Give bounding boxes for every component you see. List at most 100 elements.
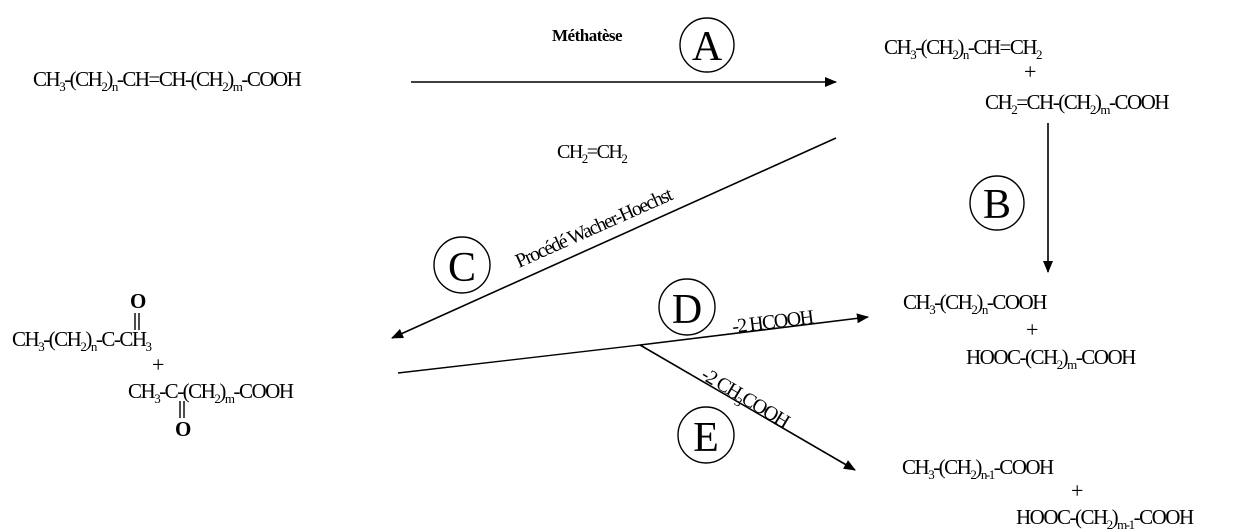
plus-sign-3: + (152, 352, 164, 377)
step-a-circle (679, 17, 735, 73)
formula-subscript: n (112, 79, 119, 94)
plus-sign-1: + (1024, 59, 1036, 84)
plus-sign-4: + (1071, 478, 1083, 503)
step-e-letter: E (693, 415, 719, 461)
formula-segment: COOH (738, 388, 794, 433)
formula-subscript: m (1100, 102, 1110, 117)
formula-segment: -(CH (43, 327, 81, 351)
acid-product: CH3-(CH2)n-COOH (903, 290, 1047, 317)
formula-subscript: n (91, 339, 98, 354)
alkene-product: CH3-(CH2)n-CH=CH2 (884, 35, 1042, 62)
shortened-diacid-product: HOOC-(CH2)m-1-COOH (1016, 505, 1194, 532)
formula-segment: HOOC-(CH (1016, 505, 1108, 529)
formula-subscript: 3 (146, 339, 152, 354)
formula-segment: ) (957, 35, 964, 59)
formula-subscript: m-1 (1117, 517, 1134, 532)
formula-subscript: 2 (1107, 517, 1113, 532)
formula-subscript: 2 (80, 339, 86, 354)
ketone-cleavage-line (397, 344, 641, 374)
diacid-product: HOOC-(CH2)m-COOH (966, 345, 1136, 372)
ketone-2-formula: CH3-C-(CH2)m-COOH (128, 379, 294, 406)
formula-segment: -(CH (64, 67, 102, 91)
formula-subscript: 2 (101, 79, 107, 94)
formula-segment: HOOC-(CH (966, 345, 1058, 369)
formula-subscript: n (982, 302, 989, 317)
formula-segment: -COOH (1076, 345, 1136, 369)
formula-segment: CH (12, 327, 40, 351)
step-d-letter: D (672, 287, 702, 333)
formula-subscript: 2 (1011, 102, 1017, 117)
formula-subscript: 3 (154, 391, 160, 406)
formula-subscript: n (963, 47, 970, 62)
formula-segment: -COOH (233, 379, 293, 403)
formula-subscript: 2 (970, 467, 976, 482)
ketone-1-formula: CH3-(CH2)n-C-CH3 (12, 327, 152, 354)
formula-subscript: 2 (621, 151, 627, 166)
formula-segment: ) (106, 67, 113, 91)
formula-subscript: n-1 (981, 467, 995, 482)
formula-subscript: 3 (38, 339, 44, 354)
unsaturated-acid-product: CH2=CH-(CH2)m-COOH (985, 90, 1169, 117)
step-b-letter: B (983, 182, 1011, 228)
formula-segment: ) (1062, 345, 1069, 369)
step-b-circle (969, 175, 1025, 231)
formula-segment: -COOH (1134, 505, 1194, 529)
formula-segment: -CH=CH (968, 35, 1038, 59)
formula-segment: ) (219, 379, 226, 403)
formula-subscript: 2 (222, 79, 228, 94)
formula-segment: -COOH (994, 455, 1054, 479)
formula-subscript: m (225, 391, 235, 406)
formula-segment: CH (33, 67, 61, 91)
formula-segment: CH (884, 35, 912, 59)
formula-segment: -COOH (1109, 90, 1169, 114)
step-c-circle (433, 236, 491, 294)
carbonyl-oxygen-bottom: O (175, 417, 191, 441)
ethylene-reagent: CH2=CH2 (557, 141, 627, 166)
step-d-circle (658, 278, 716, 336)
formula-segment: ) (1112, 505, 1119, 529)
formula-segment: ) (975, 455, 982, 479)
label-d: -2 HCOOH (731, 306, 815, 338)
step-a-letter: A (692, 24, 723, 70)
formula-subscript: 3 (59, 79, 65, 94)
metathesis-label: Méthatèse (552, 26, 623, 45)
formula-segment: CH (902, 455, 930, 479)
formula-segment: -(CH (915, 35, 953, 59)
formula-segment: -(CH (934, 290, 972, 314)
reactant-formula: CH3-(CH2)n-CH=CH-(CH2)m-COOH (33, 67, 302, 94)
formula-subscript: m (233, 79, 243, 94)
formula-segment: CH (903, 290, 931, 314)
arrow-d (639, 313, 869, 346)
formula-subscript: 2 (1036, 47, 1042, 62)
formula-subscript: 2 (971, 302, 977, 317)
formula-segment: CH (128, 379, 156, 403)
formula-subscript: m (1067, 357, 1077, 372)
formula-segment: -C-(CH (159, 379, 215, 403)
formula-segment: CH (557, 141, 583, 163)
formula-segment: CH (985, 90, 1013, 114)
formula-segment: ) (85, 327, 92, 351)
formula-subscript: 2 (952, 47, 958, 62)
formula-segment: ) (227, 67, 234, 91)
step-c-letter: C (448, 245, 476, 291)
formula-segment: -COOH (987, 290, 1047, 314)
formula-segment: -COOH (241, 67, 301, 91)
formula-segment: -C-CH (96, 327, 147, 351)
step-e-circle (677, 406, 735, 464)
arrow-wacker (391, 137, 837, 339)
formula-segment: ) (1095, 90, 1102, 114)
formula-segment: ) (976, 290, 983, 314)
arrow-e (639, 344, 856, 471)
wacker-label: Procédé Wacher-Hoechst (512, 183, 677, 272)
formula-segment: -CH=CH-(CH (117, 67, 224, 91)
formula-subscript: 2 (582, 151, 588, 166)
formula-segment: -2 HCOOH (731, 306, 815, 338)
carbonyl-oxygen-top: O (130, 289, 146, 313)
formula-subscript: 3 (910, 47, 916, 62)
formula-segment: -(CH (933, 455, 971, 479)
formula-subscript: 3 (928, 467, 934, 482)
formula-subscript: 2 (214, 391, 220, 406)
formula-segment: =CH (587, 141, 623, 163)
formula-subscript: 2 (1057, 357, 1063, 372)
